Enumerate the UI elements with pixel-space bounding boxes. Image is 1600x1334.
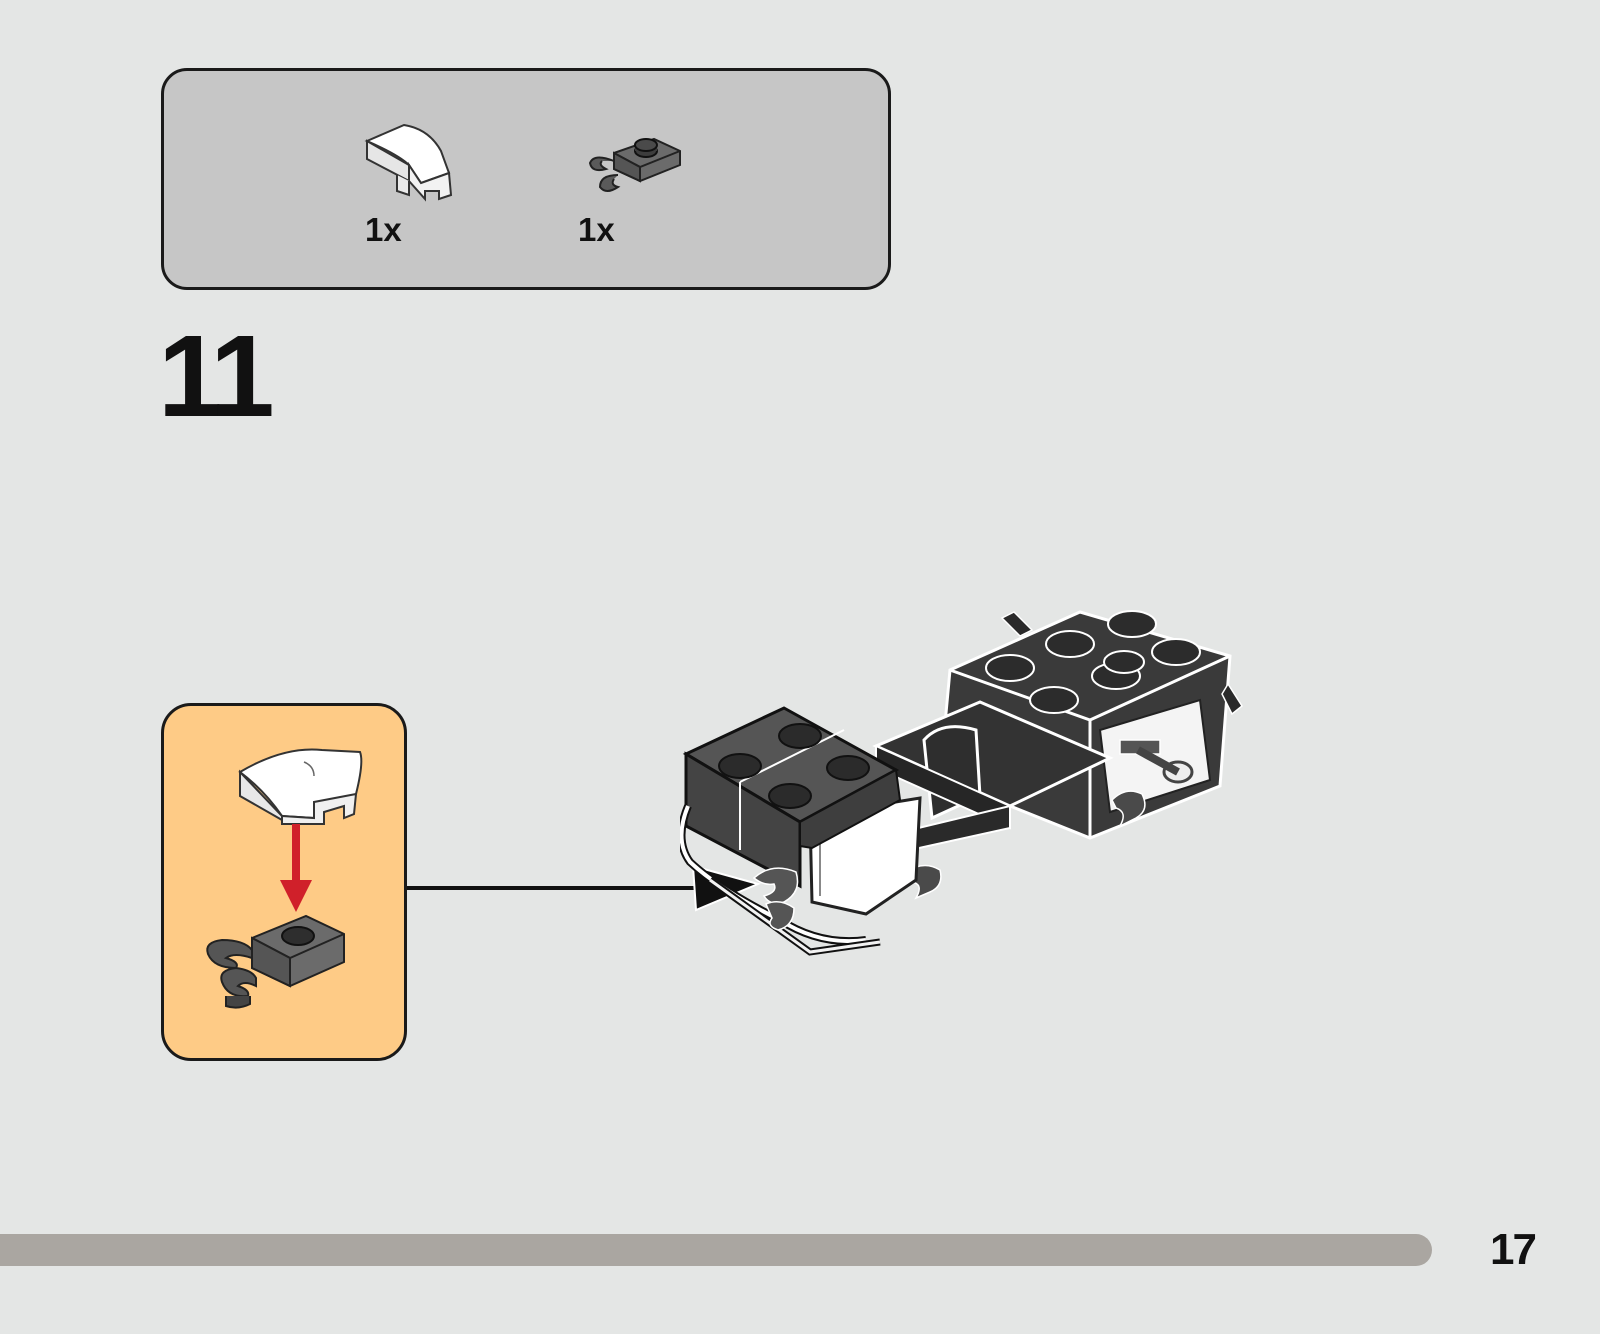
- page-number: 17: [1490, 1228, 1535, 1272]
- partial-vehicle-assembly-icon: [680, 590, 1260, 980]
- footer-progress-bar: [0, 1234, 1432, 1266]
